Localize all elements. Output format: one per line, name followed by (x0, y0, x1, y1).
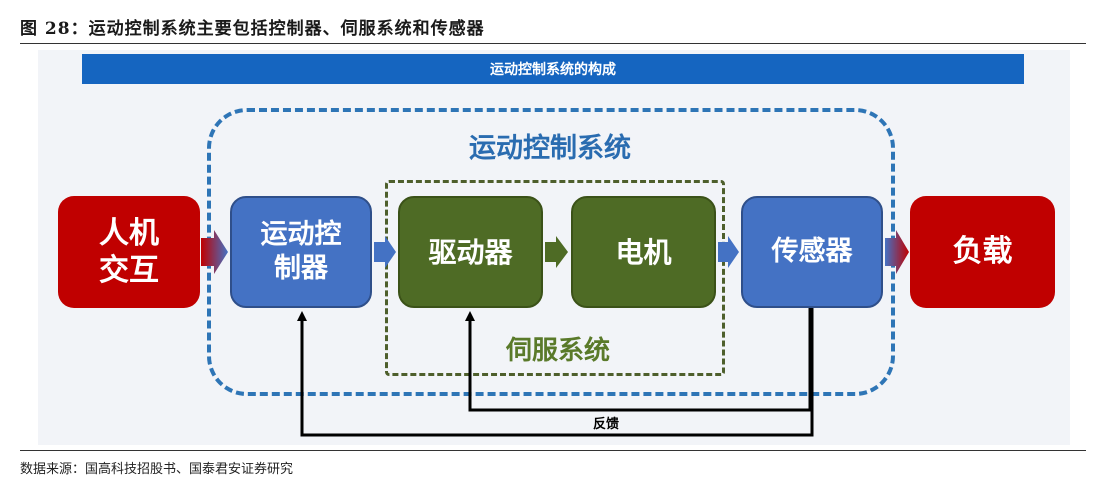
figure-title: 图 28：运动控制系统主要包括控制器、伺服系统和传感器 (20, 19, 485, 39)
feedback-line-to-driver (465, 308, 812, 412)
driver-label: 驱动器 (428, 235, 513, 269)
load-label: 负载 (952, 234, 1013, 270)
human-interaction-box: 人机 交互 (58, 196, 200, 308)
diagram-banner: 运动控制系统的构成 (82, 54, 1024, 84)
load-box: 负载 (910, 196, 1055, 308)
arrow-sensor-to-load (885, 230, 909, 274)
motion-control-system-label: 运动控制系统 (469, 133, 631, 164)
feedback-label: 反馈 (593, 416, 619, 432)
arrow-motor-to-sensor (718, 236, 739, 268)
bottom-rule (20, 450, 1086, 451)
feedback-line-to-controller (297, 308, 814, 437)
driver-box: 驱动器 (398, 196, 543, 308)
arrow-controller-to-driver (374, 236, 396, 268)
servo-system-group (385, 180, 725, 376)
data-source-note: 数据来源：国高科技招股书、国泰君安证券研究 (20, 462, 294, 477)
servo-system-label: 伺服系统 (505, 336, 610, 366)
top-rule (20, 43, 1086, 44)
motion-controller-label: 运动控 制器 (260, 219, 342, 284)
motion-controller-box: 运动控 制器 (230, 196, 372, 308)
motor-box: 电机 (571, 196, 716, 308)
human-interaction-label: 人机 交互 (99, 215, 159, 289)
arrow-driver-to-motor (545, 236, 568, 268)
arrow-human-to-controller (201, 230, 228, 274)
sensor-label: 传感器 (771, 236, 853, 268)
sensor-box: 传感器 (741, 196, 883, 308)
motor-label: 电机 (615, 235, 672, 269)
